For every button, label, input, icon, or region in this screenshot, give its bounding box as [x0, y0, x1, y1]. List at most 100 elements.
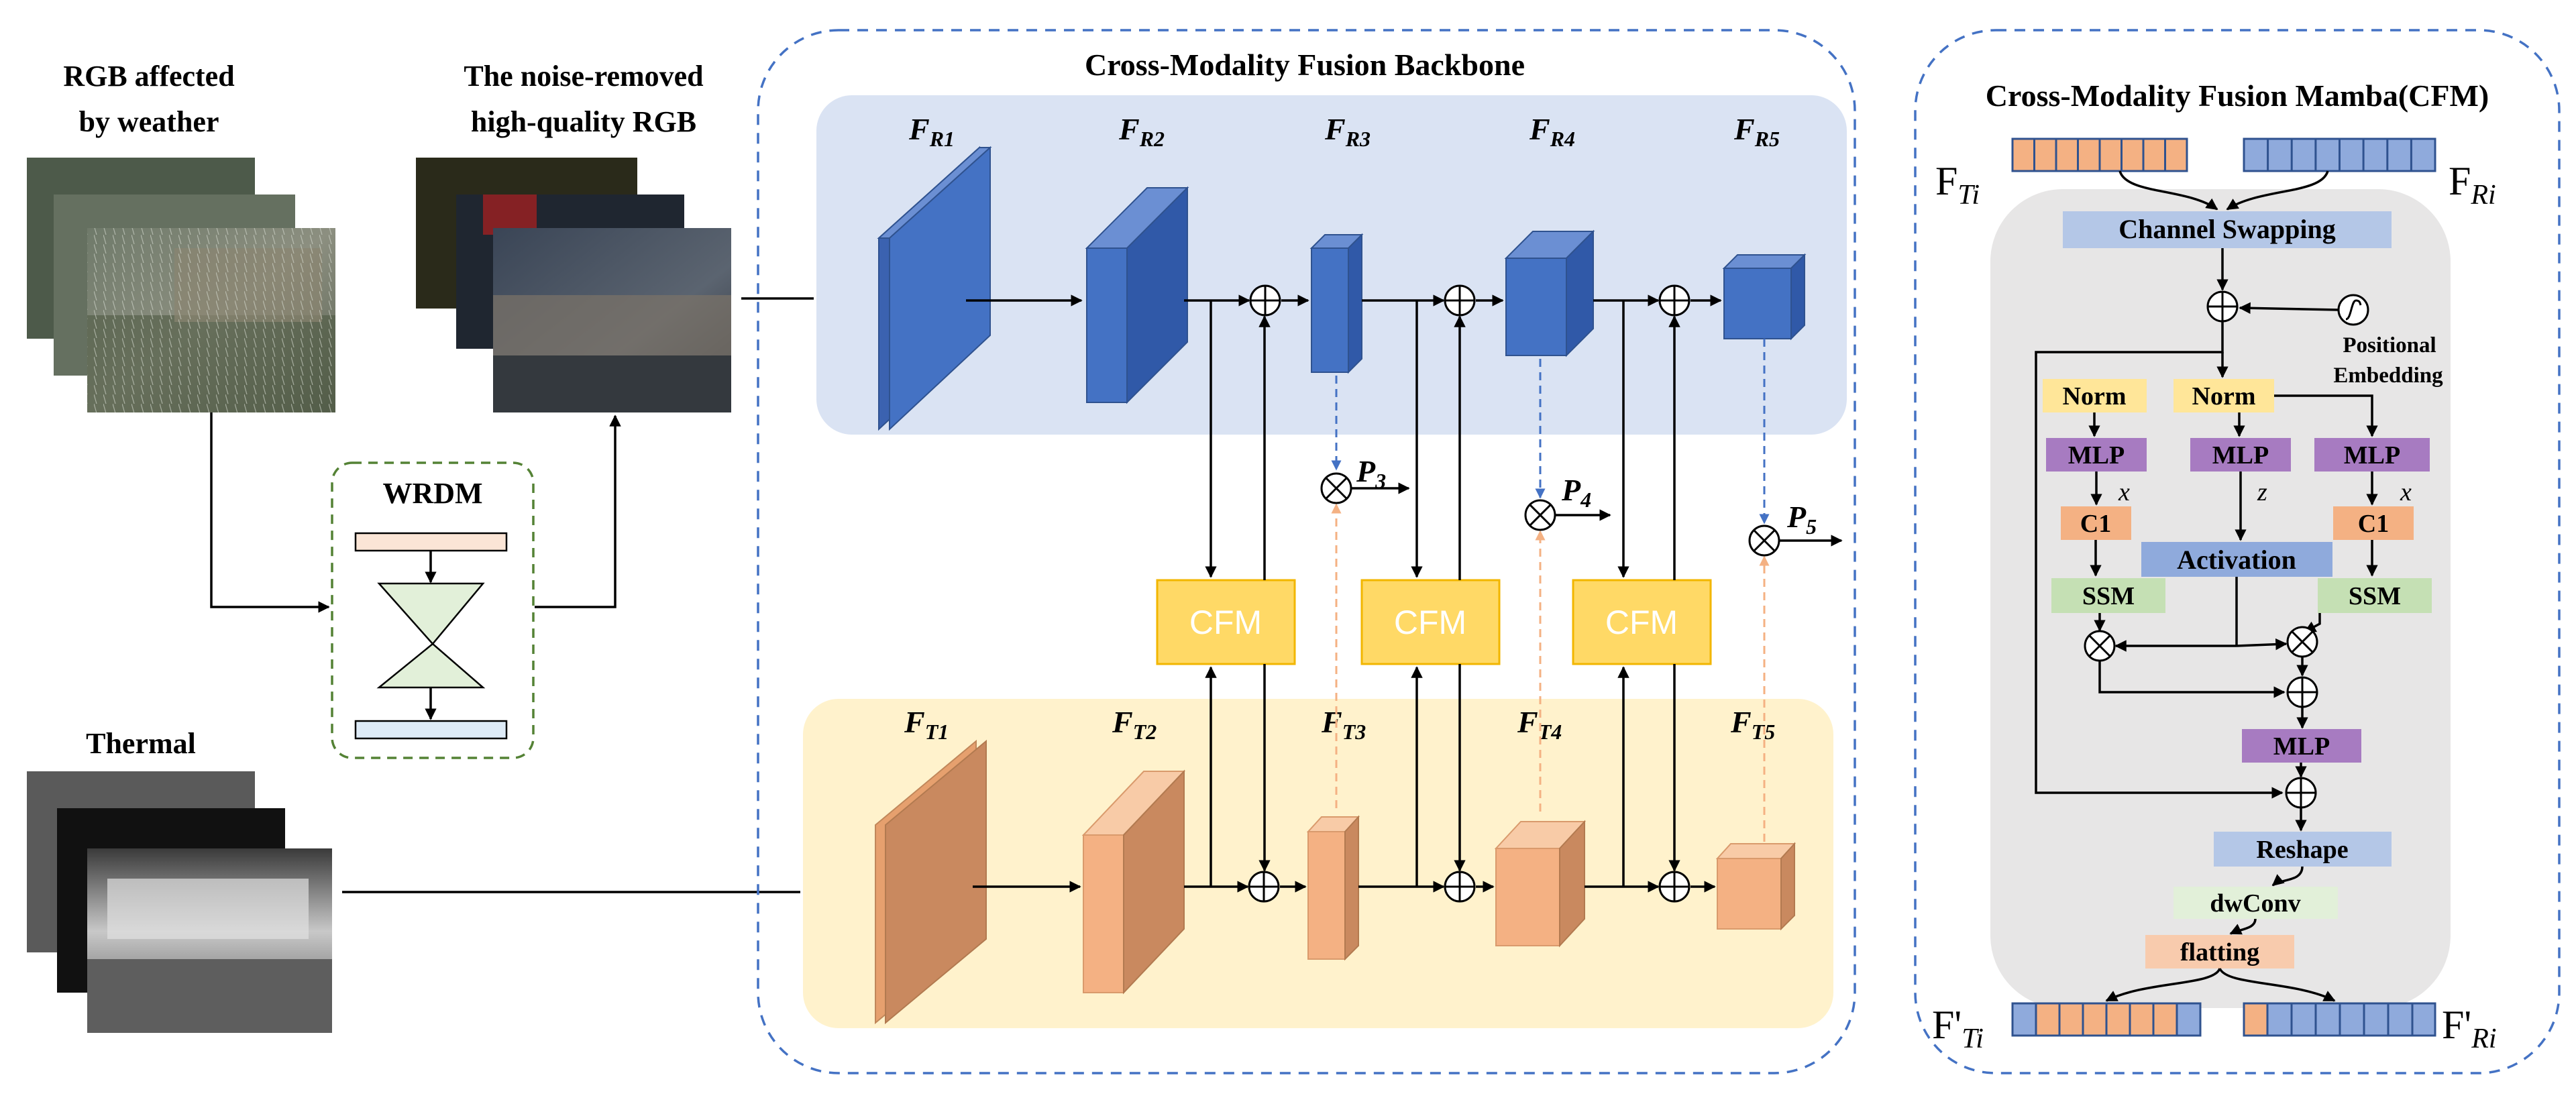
- feature-label-r2: FR2: [1118, 112, 1165, 151]
- c1-box-left: [2061, 506, 2131, 540]
- norm-label-mid: Norm: [2192, 382, 2256, 410]
- reshape-box: [2214, 832, 2392, 867]
- dwconv-box: [2174, 887, 2338, 919]
- feature-label-r3: FR3: [1324, 112, 1371, 151]
- feature-label-r4: FR4: [1529, 112, 1575, 151]
- rgb-clean-image-stack: [416, 158, 731, 412]
- cfm-block-2: CFM: [1360, 579, 1501, 665]
- feature-block-t2: [1081, 769, 1186, 995]
- cfm-input-label-rgb: FRi: [2449, 159, 2496, 211]
- c1-box-right: [2333, 506, 2414, 540]
- channel-swapping-box: [2063, 211, 2392, 248]
- dwconv-label: dwConv: [2210, 889, 2300, 918]
- rgb-clean-label-line2: high-quality RGB: [471, 105, 696, 138]
- feature-label-t1: FT1: [904, 705, 949, 744]
- feature-label-t4: FT4: [1517, 705, 1562, 744]
- add-node-r4: [1444, 284, 1476, 317]
- feature-block-r1: [877, 146, 992, 431]
- token-strip-rgb-input: [2243, 137, 2436, 172]
- thermal-label: Thermal: [86, 727, 196, 760]
- feature-block-r3: [1309, 233, 1364, 374]
- wrdm-output-bar: [354, 720, 508, 740]
- norm-box-mid: [2174, 379, 2274, 412]
- mlp-box-mid: [2190, 438, 2291, 472]
- output-label-p4: P4: [1561, 473, 1591, 512]
- add-node-t5: [1658, 871, 1690, 903]
- mlp-label-bottom: MLP: [2273, 732, 2330, 761]
- norm-box-left: [2043, 379, 2147, 412]
- feature-block-t3: [1306, 815, 1360, 961]
- add-node-ssm: [2286, 676, 2318, 708]
- feature-block-t1: [875, 739, 987, 1025]
- feature-label-t5: FT5: [1730, 705, 1775, 744]
- wrdm-to-clean-arrow: [535, 414, 621, 608]
- cfm-input-label-thermal: FTi: [1935, 159, 1980, 211]
- cfm-block-3: CFM: [1572, 579, 1712, 665]
- var-x-right: x: [2400, 478, 2412, 506]
- positional-label-line1: Positional: [2343, 333, 2436, 357]
- feature-block-r4: [1504, 229, 1595, 357]
- feature-block-r5: [1722, 253, 1807, 341]
- output-label-p3: P3: [1356, 454, 1386, 493]
- add-node-t3: [1248, 871, 1280, 903]
- cfm-block-1: CFM: [1156, 579, 1296, 665]
- var-x-left: x: [2118, 478, 2130, 506]
- mlp-box-left: [2046, 438, 2147, 472]
- feature-block-t4: [1494, 820, 1587, 948]
- cfm-output-label-thermal: F'Ti: [1932, 1003, 1984, 1054]
- rgb-weather-image-stack: [27, 158, 335, 412]
- multiply-node-p3: [1320, 472, 1352, 504]
- backbone-frame: [757, 29, 1856, 1074]
- cfm-detail-title: Cross-Modality Fusion Mamba(CFM): [1986, 78, 2489, 113]
- token-strip-thermal-input: [2011, 137, 2188, 172]
- activation-box: [2141, 542, 2332, 577]
- c1-label-left: C1: [2080, 510, 2111, 538]
- multiply-node-p4: [1524, 499, 1556, 531]
- positional-embedding-icon: [2337, 294, 2369, 326]
- feature-label-t3: FT3: [1321, 705, 1366, 744]
- mlp-box-bottom: [2242, 729, 2361, 763]
- feature-block-r2: [1085, 186, 1189, 404]
- add-node-positional: [2206, 290, 2239, 323]
- mlp-label-right: MLP: [2344, 441, 2400, 469]
- ssm-box-left: [2051, 578, 2165, 613]
- multiply-node-left: [2084, 630, 2116, 662]
- thermal-image-stack: [27, 771, 332, 1033]
- feature-label-r5: FR5: [1733, 112, 1780, 151]
- token-strip-rgb-output: [2243, 1002, 2436, 1037]
- feature-label-r1: FR1: [908, 112, 955, 151]
- weather-to-wrdm-arrow: [210, 412, 330, 613]
- feature-block-t5: [1715, 842, 1796, 931]
- feature-label-t2: FT2: [1112, 705, 1157, 744]
- add-node-r5: [1658, 284, 1690, 317]
- token-strip-thermal-output: [2011, 1002, 2202, 1037]
- add-node-t4: [1444, 871, 1476, 903]
- cfm-detail-frame: [1914, 29, 2561, 1074]
- backbone-title: Cross-Modality Fusion Backbone: [1085, 48, 1525, 82]
- wrdm-hourglass: [376, 582, 486, 689]
- multiply-node-p5: [1748, 524, 1780, 557]
- ssm-label-right: SSM: [2349, 582, 2401, 610]
- mlp-label-left: MLP: [2068, 441, 2125, 469]
- ssm-label-left: SSM: [2082, 582, 2135, 610]
- add-node-r3: [1249, 284, 1281, 317]
- cfm-output-label-rgb: F'Ri: [2442, 1003, 2497, 1054]
- svg-text:CFM: CFM: [1605, 604, 1678, 641]
- flatting-label: flatting: [2180, 938, 2259, 966]
- svg-text:CFM: CFM: [1394, 604, 1466, 641]
- rgb-weather-label-line2: by weather: [79, 105, 219, 138]
- mlp-label-mid: MLP: [2212, 441, 2269, 469]
- wrdm-title: WRDM: [382, 477, 482, 510]
- rgb-weather-label-line1: RGB affected: [63, 60, 234, 93]
- ssm-box-right: [2318, 578, 2432, 613]
- flatting-box: [2145, 935, 2294, 968]
- norm-label-left: Norm: [2063, 382, 2127, 410]
- rgb-clean-label-line1: The noise-removed: [464, 60, 703, 93]
- mlp-box-right: [2314, 438, 2430, 472]
- reshape-label: Reshape: [2256, 836, 2348, 864]
- output-label-p5: P5: [1786, 500, 1817, 539]
- positional-label-line2: Embedding: [2333, 364, 2443, 388]
- activation-label: Activation: [2177, 545, 2296, 575]
- channel-swapping-label: Channel Swapping: [2118, 214, 2335, 244]
